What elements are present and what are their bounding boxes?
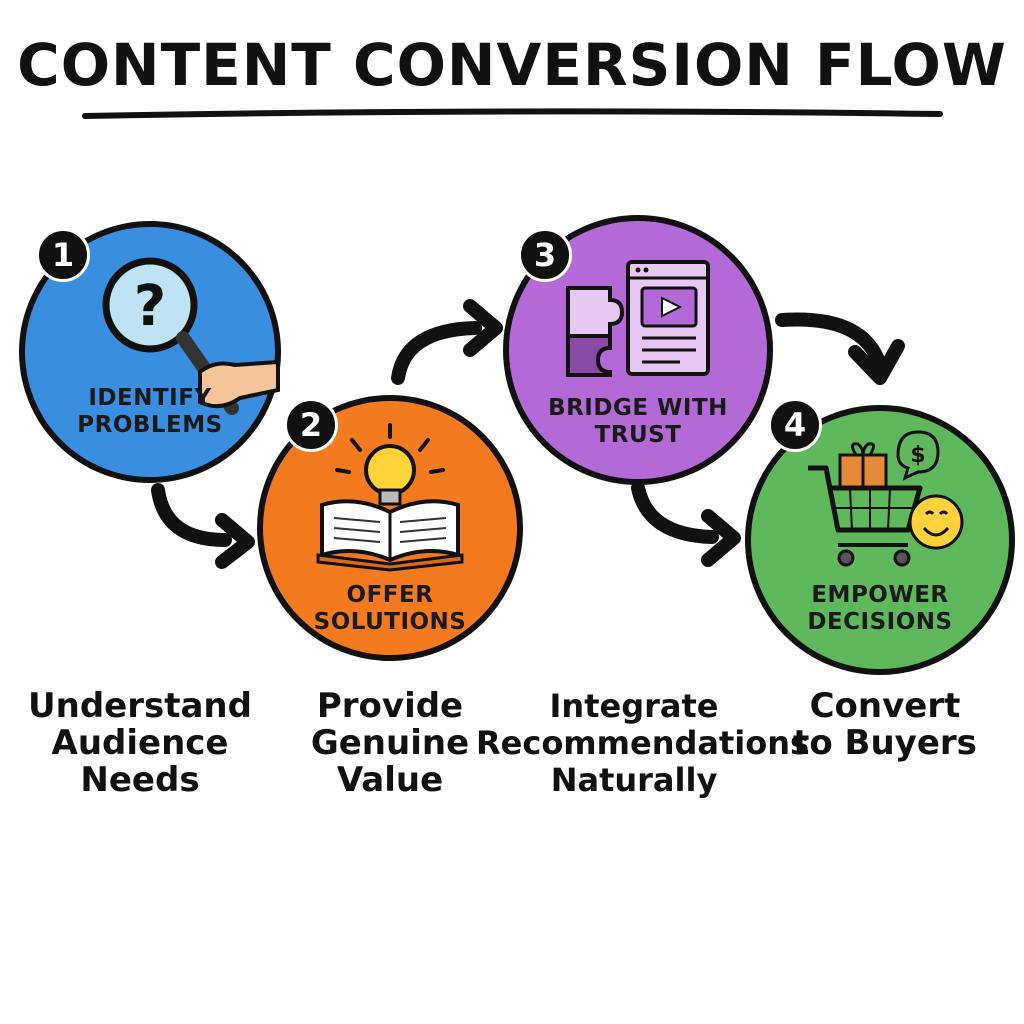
step-1-label-line2: PROBLEMS bbox=[77, 412, 223, 438]
step-2-label-line2: SOLUTIONS bbox=[313, 609, 467, 635]
svg-text:$: $ bbox=[910, 443, 925, 468]
step-2-caption: Provide Genuine Value bbox=[285, 688, 495, 799]
step-3-circle bbox=[503, 215, 773, 485]
page-title: CONTENT CONVERSION FLOW bbox=[17, 31, 1007, 99]
puzzle-video-icon bbox=[566, 260, 710, 377]
step-4-circle: $ bbox=[745, 405, 1015, 675]
step-3-badge: 3 bbox=[518, 228, 572, 282]
arrow-2-to-3 bbox=[391, 299, 503, 385]
step-4-label: EMPOWER DECISIONS bbox=[770, 582, 990, 636]
step-3-caption-line1: Integrate bbox=[549, 687, 719, 725]
step-2-caption-line3: Value bbox=[336, 760, 444, 800]
step-2-caption-line1: Provide bbox=[316, 686, 464, 726]
step-3-label-line1: BRIDGE WITH bbox=[548, 395, 728, 421]
step-4-badge: 4 bbox=[768, 398, 822, 452]
step-4-caption: Convert to Buyers bbox=[790, 688, 980, 762]
step-2-label-line1: OFFER bbox=[346, 582, 434, 608]
step-1-caption-line3: Needs bbox=[80, 760, 200, 800]
step-3-caption: Integrate Recommendations Naturally bbox=[476, 687, 810, 799]
step-3-caption-line2: Recommendations bbox=[476, 724, 810, 762]
step-4-label-line1: EMPOWER bbox=[811, 582, 949, 608]
step-1-caption-line1: Understand bbox=[28, 686, 252, 726]
step-3-label-line2: TRUST bbox=[594, 422, 682, 448]
shopping-cart-icon: $ bbox=[808, 430, 964, 567]
step-3-caption-line3: Naturally bbox=[550, 761, 718, 799]
step-2-label: OFFER SOLUTIONS bbox=[280, 582, 500, 636]
magnifying-glass-question-icon: ? bbox=[102, 257, 280, 415]
step-2-caption-line2: Genuine bbox=[310, 723, 470, 763]
arrow-3-to-4-bottom bbox=[631, 481, 741, 567]
step-1-caption-line2: Audience bbox=[51, 723, 229, 763]
step-1-badge: 1 bbox=[36, 228, 90, 282]
arrow-3-to-4-top bbox=[775, 312, 905, 385]
arrow-1-to-2 bbox=[151, 483, 255, 569]
step-1-circle: ? bbox=[19, 221, 281, 483]
step-1-caption: Understand Audience Needs bbox=[20, 688, 260, 799]
step-2-circle bbox=[257, 395, 523, 661]
title-underline bbox=[82, 108, 943, 119]
step-2-badge: 2 bbox=[284, 398, 338, 452]
step-1-label: IDENTIFY PROBLEMS bbox=[40, 385, 260, 439]
svg-text:?: ? bbox=[134, 274, 166, 339]
step-1-label-line1: IDENTIFY bbox=[88, 385, 212, 411]
step-4-caption-line1: Convert bbox=[809, 686, 961, 726]
step-4-label-line2: DECISIONS bbox=[807, 609, 953, 635]
step-3-label: BRIDGE WITH TRUST bbox=[518, 395, 758, 449]
lightbulb-book-icon bbox=[316, 423, 464, 572]
step-4-caption-line2: to Buyers bbox=[793, 723, 977, 763]
